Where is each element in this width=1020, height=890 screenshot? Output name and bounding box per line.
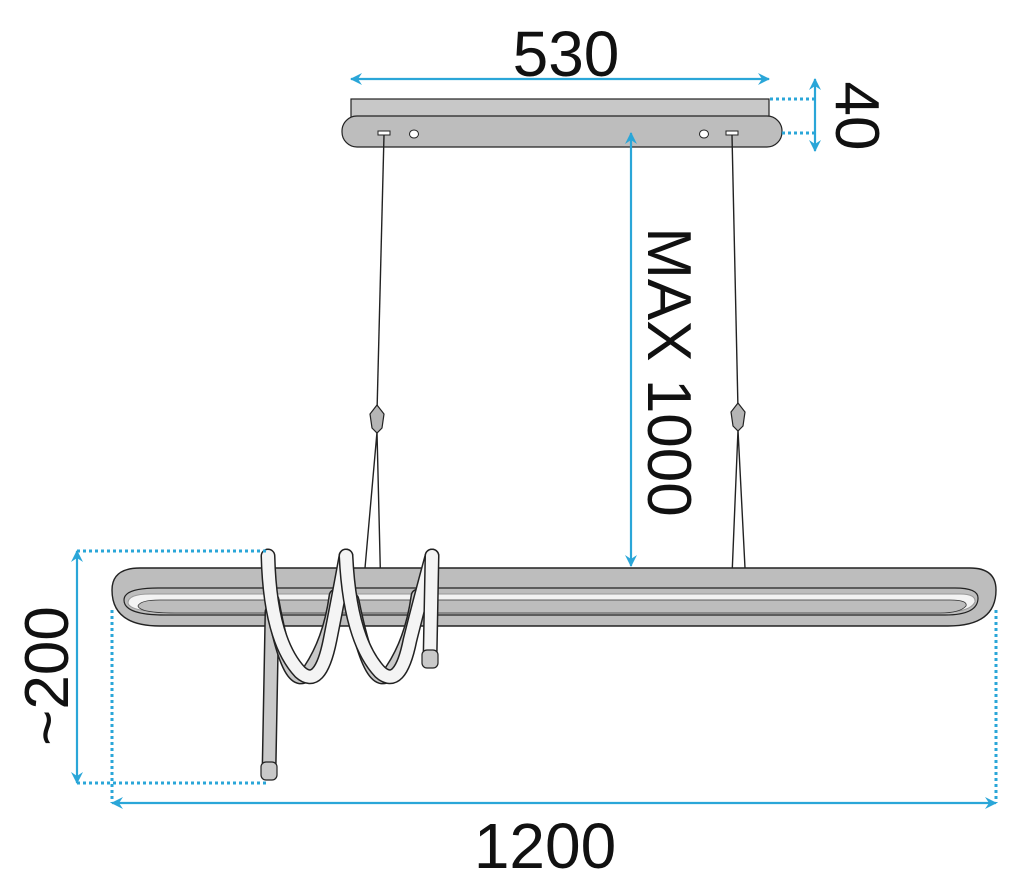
spiral-led-tube bbox=[260, 548, 440, 781]
lamp-ring-inner-lower bbox=[137, 599, 967, 614]
tube-tail-cap bbox=[260, 761, 278, 781]
tube-end-cap bbox=[421, 649, 439, 669]
canopy bbox=[341, 98, 783, 148]
dimension-lines bbox=[71, 73, 998, 809]
suspension-cables bbox=[364, 134, 746, 601]
screw-left bbox=[409, 129, 419, 139]
canopy-top-plate bbox=[350, 98, 770, 119]
label-body-width: 1200 bbox=[474, 810, 616, 882]
label-canopy-height: 40 bbox=[822, 82, 891, 151]
cable-holder-left bbox=[377, 130, 391, 136]
cable-left-upper bbox=[376, 134, 385, 413]
cable-right-upper bbox=[731, 134, 739, 411]
canopy-base-plate bbox=[341, 115, 783, 148]
lamp-body bbox=[111, 567, 997, 627]
cable-holder-right bbox=[725, 130, 739, 136]
screw-right bbox=[699, 129, 709, 139]
cable-grip-left bbox=[369, 404, 385, 434]
label-canopy-width: 530 bbox=[513, 18, 620, 90]
cable-grip-right bbox=[730, 402, 746, 432]
label-tail-length: ~200 bbox=[13, 606, 82, 746]
label-max-drop: MAX 1000 bbox=[634, 227, 703, 517]
